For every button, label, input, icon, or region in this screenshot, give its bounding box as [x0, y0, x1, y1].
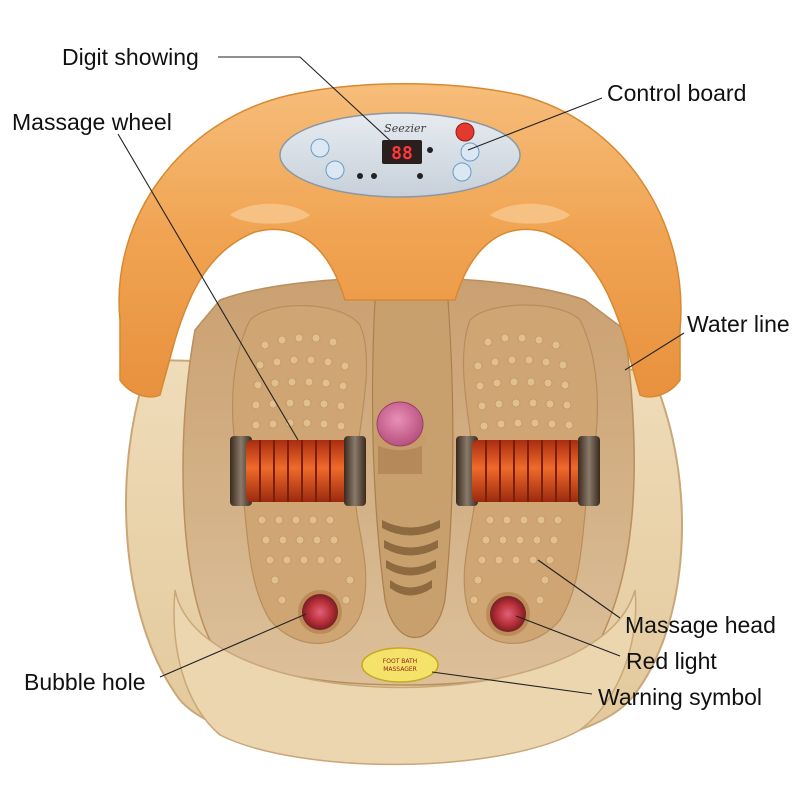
- label-red-light: Red light: [626, 648, 717, 674]
- digit-display: [382, 140, 422, 164]
- pumice-stone: [374, 401, 426, 474]
- heel-rest-right: [490, 203, 570, 224]
- leader-massage-wheel: [117, 133, 299, 441]
- warning-sticker: FOOT BATH MASSAGER: [361, 647, 439, 683]
- warning-sticker-line2: MASSAGER: [383, 666, 417, 673]
- leader-lines: [117, 56, 685, 695]
- power-button: [310, 138, 330, 158]
- bubble-button: [452, 162, 472, 182]
- warning-sticker-line1: FOOT BATH: [383, 658, 417, 665]
- leader-warning-symbol: [431, 671, 593, 695]
- massage-wheel-left: [230, 436, 366, 506]
- heel-rest-left: [230, 203, 310, 224]
- leader-bubble-hole: [159, 613, 307, 678]
- heat-button: [460, 142, 480, 162]
- leader-control-board: [467, 97, 603, 151]
- massage-button: [325, 160, 345, 180]
- upper-rim: [118, 83, 682, 398]
- leader-water-line: [624, 332, 685, 371]
- label-massage-wheel: Massage wheel: [12, 109, 172, 135]
- label-bubble-hole: Bubble hole: [24, 669, 146, 695]
- label-warning-symbol: Warning symbol: [598, 684, 763, 710]
- leader-digit-showing: [218, 56, 397, 147]
- leader-red-light: [515, 615, 621, 657]
- front-rim: [173, 589, 637, 766]
- control-board: Seezier 88: [279, 112, 521, 198]
- brand-logo: Seezier: [384, 122, 426, 135]
- label-massage-head: Massage head: [625, 612, 776, 638]
- bubble-hole-light-left: [298, 590, 342, 634]
- vent-slots: [382, 520, 440, 596]
- leader-massage-head: [537, 559, 621, 619]
- digit-readout: 88: [391, 143, 413, 164]
- stop-button: [455, 122, 475, 142]
- label-digit-showing: Digit showing: [62, 44, 199, 70]
- massage-nodules: [251, 333, 574, 605]
- label-water-line: Water line: [687, 311, 790, 337]
- label-control-board: Control board: [607, 80, 747, 106]
- bubble-hole-light-right: [486, 592, 530, 636]
- massage-wheel-right: [456, 436, 600, 506]
